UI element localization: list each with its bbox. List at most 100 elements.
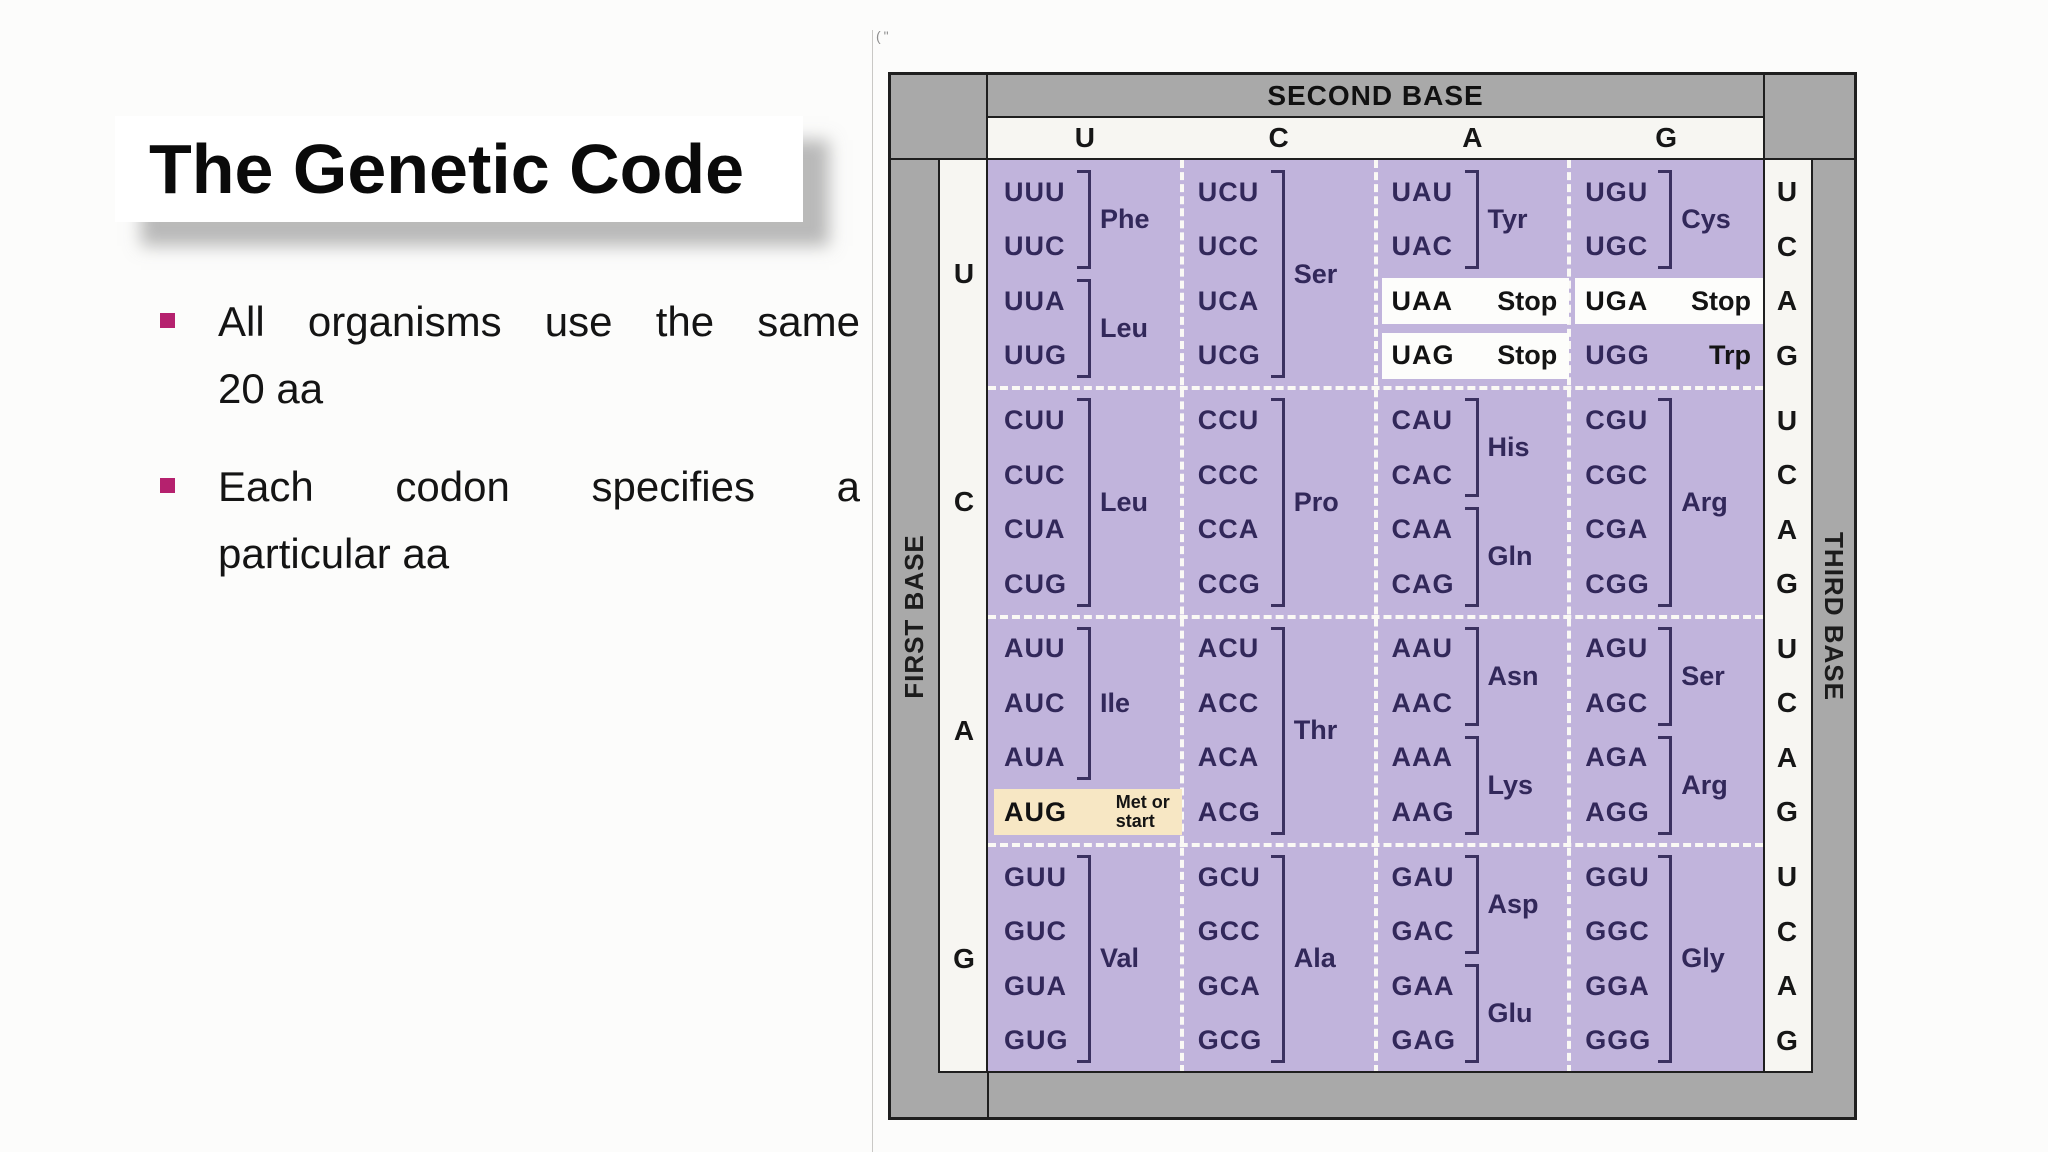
bracket-shape — [1464, 735, 1479, 835]
bracket-shape — [1464, 963, 1479, 1063]
codon-AGC: AGC — [1585, 687, 1649, 718]
codon-slot: CCC — [1198, 448, 1268, 503]
codon-AAU: AAU — [1391, 633, 1453, 664]
codon-slot: UCA — [1198, 274, 1268, 329]
figure-corner-marks: (" — [876, 28, 892, 44]
third-base-letter-text: C — [1776, 687, 1798, 719]
codon-UUC: UUC — [1004, 231, 1066, 262]
codon-AUC: AUC — [1004, 687, 1066, 718]
codon-UAC: UAC — [1391, 231, 1453, 262]
third-base-letter-text: C — [1776, 230, 1798, 262]
codon-UGC: UGC — [1585, 231, 1649, 262]
codon-slot: CUA — [1004, 502, 1074, 557]
codon-slot: AGG — [1585, 785, 1655, 840]
bracket-shape — [1077, 279, 1091, 379]
amino-label-Pro: Pro — [1293, 486, 1339, 517]
third-base-letter-text: A — [1776, 970, 1798, 1002]
footer-divider-line — [987, 1073, 989, 1117]
codon-GAG: GAG — [1391, 1025, 1457, 1056]
codon-CUC: CUC — [1004, 459, 1066, 490]
second-base-letter-U: U — [988, 118, 1182, 158]
amino-label-Asn: Asn — [1487, 660, 1539, 691]
amino-label-Cys: Cys — [1681, 204, 1731, 235]
codon-AAG: AAG — [1391, 796, 1455, 827]
codon-slot: ACA — [1198, 731, 1268, 786]
codon-slot: CCG — [1198, 557, 1268, 612]
codon-slot: CCA — [1198, 502, 1268, 557]
amino-label-Tyr: Tyr — [1487, 204, 1528, 235]
third-base-letter-A-U: U — [1763, 622, 1811, 677]
third-base-letter-U-G: G — [1763, 329, 1811, 384]
amino-label-Glu: Glu — [1487, 997, 1533, 1028]
codon-GCG: GCG — [1197, 1025, 1263, 1056]
start-label-line: Met or — [1115, 792, 1170, 813]
second-base-letter-text: U — [1074, 122, 1095, 153]
codon-UGA: UGA — [1585, 285, 1649, 316]
codon-slot: UUG — [1004, 329, 1074, 384]
codon-slot: GCU — [1198, 850, 1268, 905]
third-base-letter-G-U: U — [1763, 850, 1811, 905]
bracket-shape — [1464, 170, 1479, 270]
codon-ACU: ACU — [1197, 633, 1260, 664]
codon-GGG: GGG — [1585, 1025, 1652, 1056]
bullet-2-text: Each codon specifies a particular aa — [218, 453, 860, 587]
bullet-item-1: All organisms use the same 20 aa — [160, 288, 860, 422]
codon-UCA: UCA — [1197, 285, 1260, 316]
bullet-square-icon — [160, 313, 175, 328]
codon-slot: UAU — [1392, 165, 1462, 220]
codon-slot: CGC — [1585, 448, 1655, 503]
codon-UGG: UGG — [1585, 340, 1650, 371]
codon-UUG: UUG — [1004, 340, 1067, 371]
codon-UAU: UAU — [1391, 176, 1453, 207]
codon-slot: UAC — [1392, 220, 1462, 275]
bracket-shape — [1658, 854, 1673, 1063]
codon-CGC: CGC — [1585, 459, 1649, 490]
codon-CUG: CUG — [1004, 568, 1067, 599]
amino-label-Gly: Gly — [1681, 943, 1725, 974]
third-base-letter-C-G: G — [1763, 557, 1811, 612]
codon-GAA: GAA — [1391, 970, 1455, 1001]
codon-slot: GAA — [1392, 959, 1462, 1014]
codon-UCU: UCU — [1197, 176, 1260, 207]
third-base-letter-text: G — [1776, 339, 1798, 371]
third-base-letter-text: C — [1776, 459, 1798, 491]
codon-GGC: GGC — [1585, 916, 1650, 947]
figure-left-edge — [872, 30, 873, 1152]
amino-label-Phe: Phe — [1100, 204, 1150, 235]
third-base-letter-G-G: G — [1763, 1013, 1811, 1068]
codon-slot: GUC — [1004, 904, 1074, 959]
first-base-letter-column — [940, 160, 988, 1073]
bracket-shape — [1658, 398, 1673, 607]
codon-group: UAU UAC Tyr — [1392, 165, 1570, 274]
codon-slot: AGC — [1585, 676, 1655, 731]
codon-slot: CAA — [1392, 502, 1462, 557]
codon-UAG: UAG — [1391, 340, 1455, 371]
codon-AUA: AUA — [1004, 742, 1066, 773]
third-base-letter-C-U: U — [1763, 393, 1811, 448]
bracket-shape — [1464, 507, 1479, 607]
codon-UUU: UUU — [1004, 176, 1066, 207]
